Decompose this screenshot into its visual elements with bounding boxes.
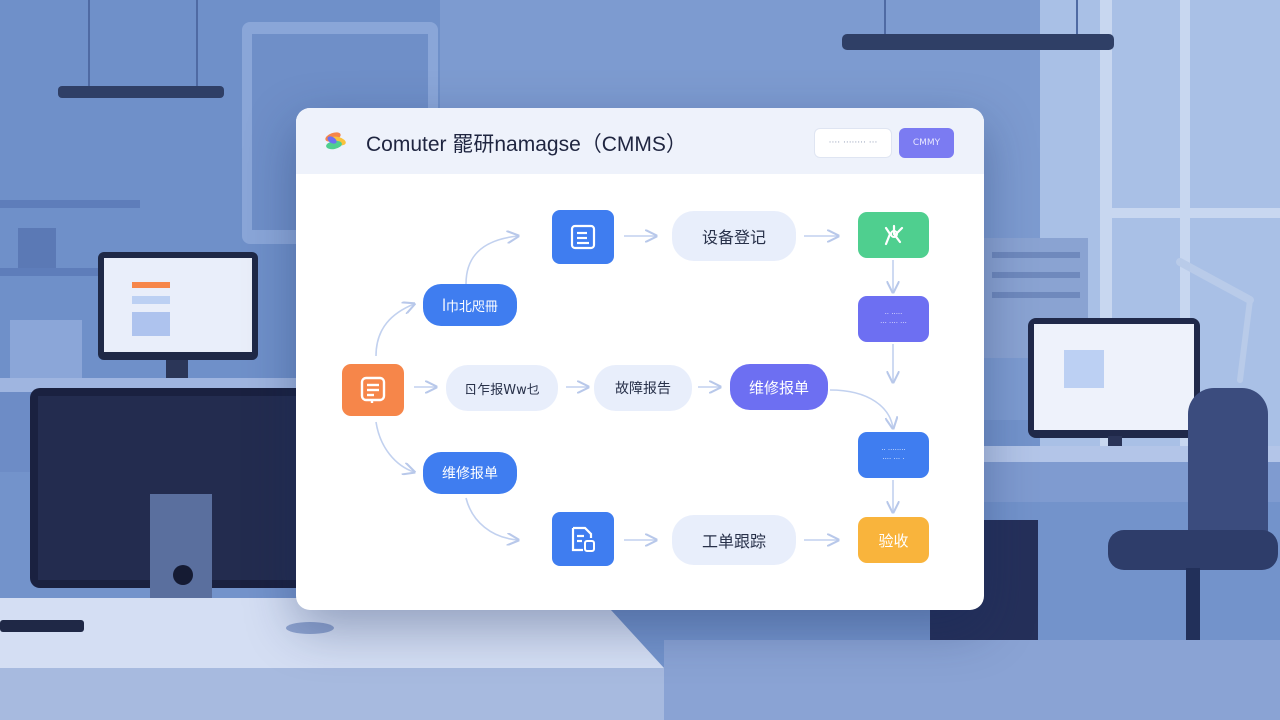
lower-branch-pill[interactable]: 维修报单 bbox=[423, 452, 517, 494]
upper-branch-pill[interactable]: ꟾ巾北咫冊 bbox=[423, 284, 517, 326]
repair-order-node[interactable]: 维修报单 bbox=[730, 364, 828, 410]
header-primary-button[interactable]: CMMY bbox=[899, 128, 954, 158]
list-document-icon bbox=[360, 376, 386, 403]
document-frame-icon bbox=[570, 224, 596, 250]
color-petal-logo-icon bbox=[324, 130, 348, 152]
equipment-registration-node[interactable]: 设备登记 bbox=[672, 211, 796, 261]
flow-connectors bbox=[375, 108, 984, 610]
top-document-node[interactable] bbox=[552, 210, 614, 264]
equipment-node[interactable] bbox=[858, 212, 929, 258]
start-node[interactable] bbox=[342, 364, 404, 416]
header-secondary-button[interactable]: ···· ········ ··· bbox=[814, 128, 892, 158]
cmms-workflow-card: Comuter 罷研namagse（CMMS） ···· ········ ··… bbox=[296, 108, 984, 610]
right-status-box-2[interactable]: ·· ········ ···· ··· · bbox=[858, 432, 929, 478]
card-header: Comuter 罷研namagse（CMMS） ···· ········ ··… bbox=[296, 108, 984, 174]
acceptance-node[interactable]: 验收 bbox=[858, 517, 929, 563]
equipment-icon bbox=[884, 224, 903, 246]
right-status-box-1[interactable]: ·· ····· ··· ···· ··· bbox=[858, 296, 929, 342]
fault-report-node[interactable]: 故障报告 bbox=[594, 365, 692, 411]
document-stack-icon bbox=[571, 526, 595, 552]
page-title: Comuter 罷研namagse（CMMS） bbox=[366, 133, 687, 156]
middle-row-pill[interactable]: ㄖ乍报Ww乜 bbox=[446, 365, 558, 411]
work-order-tracking-node[interactable]: 工单跟踪 bbox=[672, 515, 796, 565]
bottom-document-node[interactable] bbox=[552, 512, 614, 566]
